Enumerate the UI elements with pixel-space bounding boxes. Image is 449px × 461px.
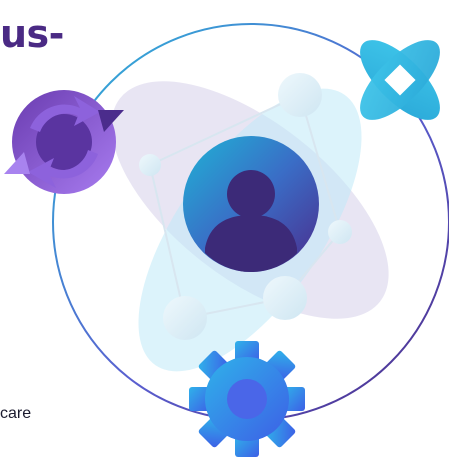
gear-icon [189,341,305,457]
heading-fragment: us- [0,12,64,56]
user-avatar-icon [183,136,319,272]
refresh-cycle-icon [4,90,124,194]
x-shape-icon [360,40,440,120]
decorative-spheres [139,73,352,340]
body-text-fragment: care [0,405,32,422]
